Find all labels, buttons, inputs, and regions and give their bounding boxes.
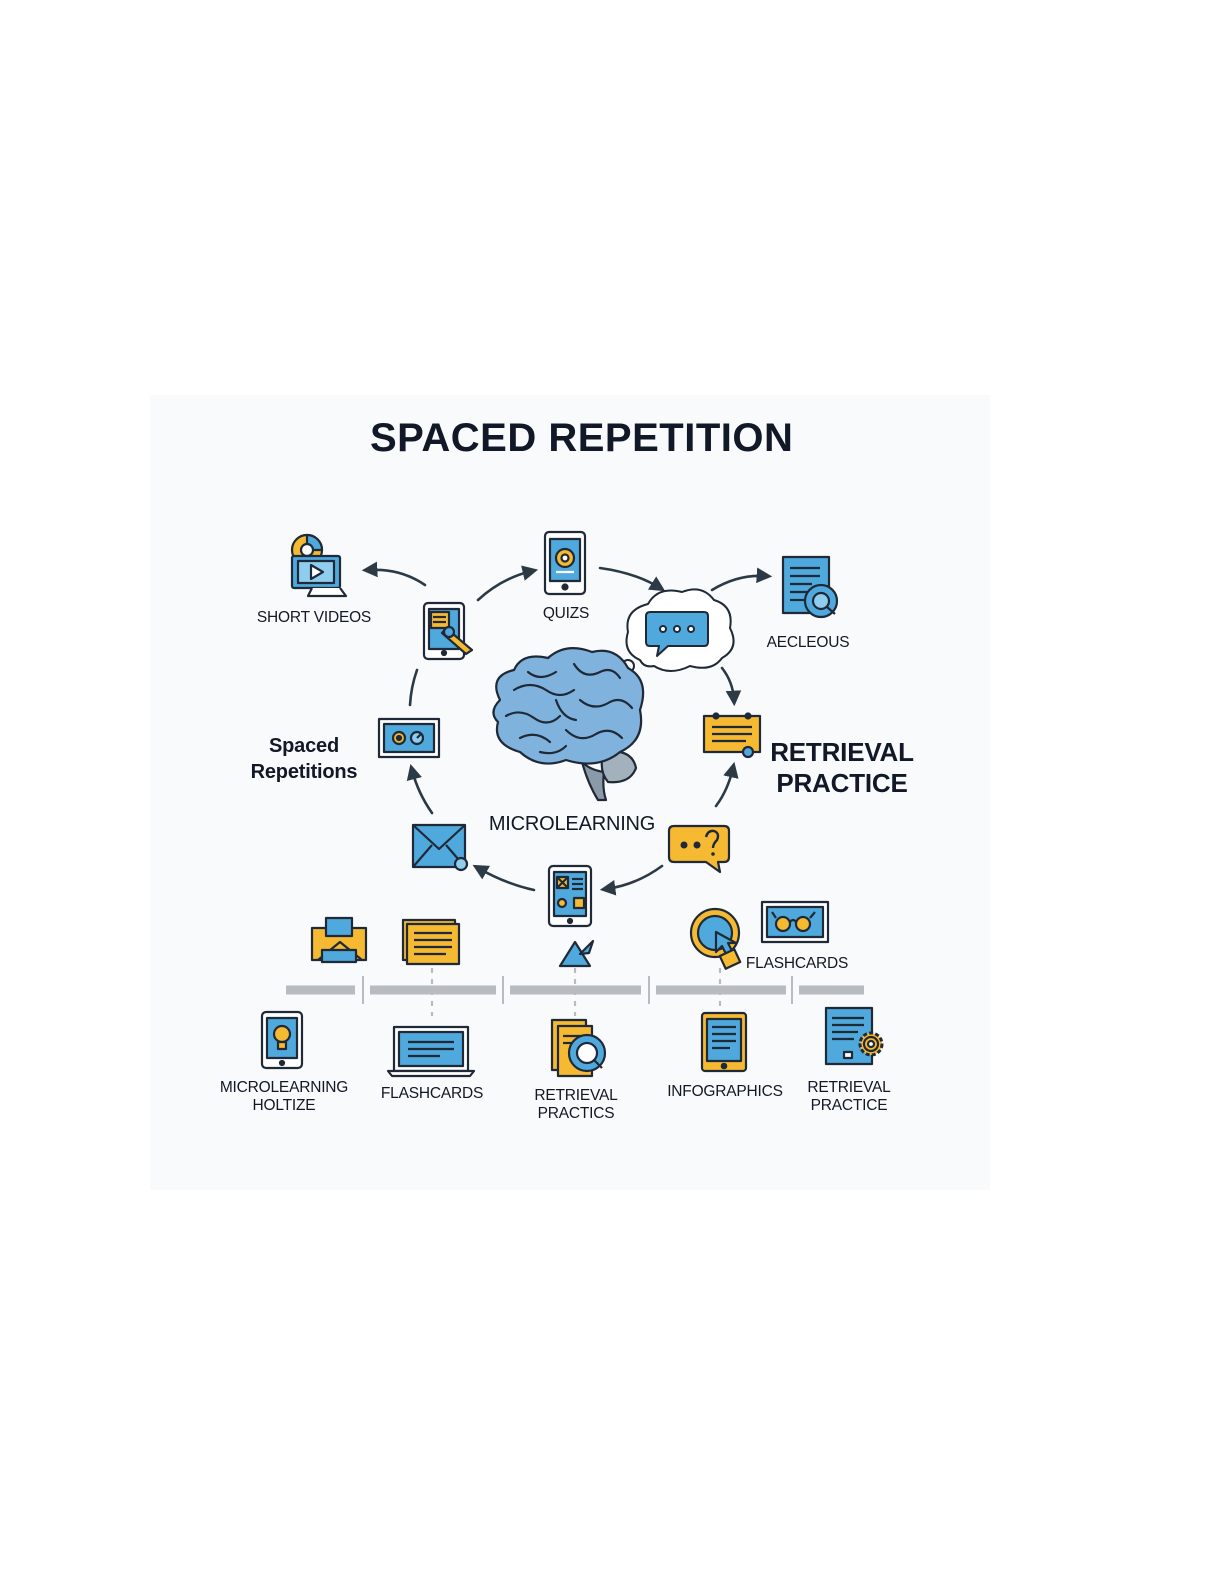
arrow-to-quizs — [478, 571, 532, 600]
brain-icon — [493, 648, 643, 800]
arrow-to-bottom-tablet — [606, 866, 662, 889]
note-board-icon — [704, 714, 760, 758]
ebook-icon — [702, 1013, 746, 1071]
arrow-to-retrieval-note — [722, 668, 734, 700]
label-spaced-repetitions-line1: Spaced — [226, 733, 382, 759]
settings-monitor-icon — [379, 719, 439, 757]
bottom-label-2-line1: FLASHCARDS — [372, 1085, 492, 1103]
layout-tablet-icon — [549, 866, 591, 926]
bottom-label-4-line1: INFOGRAPHICS — [660, 1083, 790, 1101]
bottom-label-5-line1: RETRIEVAL — [794, 1079, 904, 1097]
label-aecleous: AECLEOUS — [748, 634, 868, 652]
envelope-icon — [413, 825, 467, 870]
diagram-title: SPACED REPETITION — [370, 416, 770, 461]
quiz-phone-icon — [545, 532, 585, 594]
gear-tablet-icon — [826, 1008, 882, 1064]
question-bubble-icon — [669, 826, 729, 872]
arrow-up-left — [412, 770, 432, 813]
bottom-label-5: RETRIEVAL PRACTICE — [794, 1079, 904, 1115]
bottom-label-3: RETRIEVAL PRACTICS — [516, 1087, 636, 1123]
arrow-to-aecleous — [712, 576, 766, 590]
label-retrieval-practice-line1: RETRIEVAL — [762, 737, 922, 768]
bottom-label-4: INFOGRAPHICS — [660, 1083, 790, 1101]
timeline — [286, 968, 864, 1016]
label-spaced-repetitions: Spaced Repetitions — [226, 733, 382, 785]
video-screen-icon — [292, 535, 346, 596]
arrow-up-right — [716, 768, 733, 806]
document-search-icon — [783, 557, 837, 617]
folder-search-icon — [552, 1020, 605, 1076]
label-microlearning-center: MICROLEARNING — [482, 813, 662, 835]
label-spaced-repetitions-line2: Repetitions — [226, 759, 382, 785]
bottom-label-3-line1: RETRIEVAL — [516, 1087, 636, 1105]
laptop-icon — [388, 1027, 474, 1076]
bottom-label-1-line1: MICROLEARNING — [214, 1079, 354, 1097]
arrow-to-thought — [600, 568, 660, 588]
printer-icon — [312, 918, 366, 962]
thought-cloud-icon — [613, 589, 734, 680]
bottom-label-5-line2: PRACTICE — [794, 1097, 904, 1115]
target-cursor-icon — [691, 909, 740, 969]
lightbulb-tablet-icon — [262, 1012, 302, 1068]
arrow-to-envelope — [478, 868, 534, 890]
bottom-label-3-line2: PRACTICS — [516, 1105, 636, 1123]
stacked-notes-icon — [403, 920, 459, 964]
triangle-pencil-icon — [560, 941, 593, 966]
tablet-pencil-icon — [424, 603, 472, 659]
bottom-label-1: MICROLEARNING HOLTIZE — [214, 1079, 354, 1115]
arc-left-segment — [410, 670, 417, 705]
glasses-monitor-icon — [762, 902, 828, 942]
arrow-to-short-videos — [368, 570, 425, 585]
label-retrieval-practice: RETRIEVAL PRACTICE — [762, 737, 922, 799]
bottom-label-2: FLASHCARDS — [372, 1085, 492, 1103]
label-retrieval-practice-line2: PRACTICE — [762, 768, 922, 799]
label-short-videos: SHORT VIDEOS — [244, 609, 384, 627]
label-timeline-flashcards: FLASHCARDS — [742, 955, 852, 973]
label-quizs: QUIZS — [516, 605, 616, 623]
bottom-label-1-line2: HOLTIZE — [214, 1097, 354, 1115]
